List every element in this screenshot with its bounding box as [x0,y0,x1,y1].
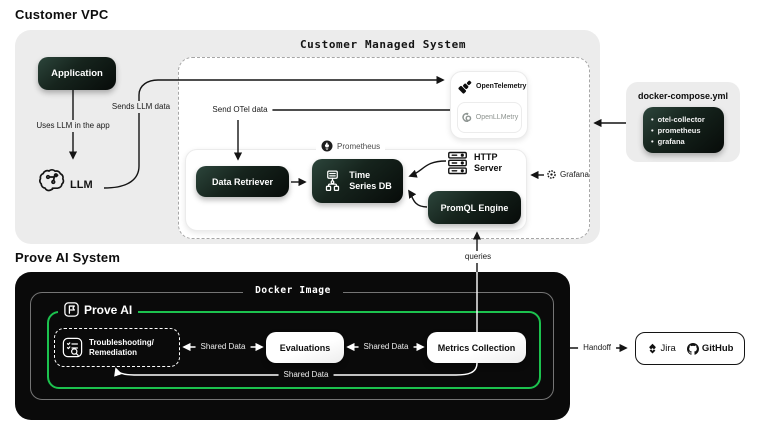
prometheus-icon [321,140,333,152]
troubleshooting-line1: Troubleshooting/ [89,337,154,347]
checklist-magnifier-icon [62,337,83,358]
send-otel-data-label: Send OTel data [207,104,273,116]
openllmetry-panel: OpenLLMetry [457,102,522,133]
grafana-node: Grafana [546,169,589,180]
data-retriever-label: Data Retriever [211,176,274,187]
prometheus-label-group: Prometheus [316,140,386,152]
grafana-icon [546,169,557,180]
server-stack-icon [447,150,468,176]
compose-services-box: otel-collector prometheus grafana [643,107,724,153]
customer-vpc-title: Customer VPC [15,7,109,22]
docker-compose-panel: docker-compose.yml otel-collector promet… [626,82,740,162]
prove-ai-brand: Prove AI [58,302,139,317]
queries-label: queries [459,251,497,263]
prove-ai-label: Prove AI [84,302,133,317]
shared-data-label-2: Shared Data [358,341,414,353]
metrics-collection-node: Metrics Collection [427,332,526,363]
application-label: Application [51,68,103,79]
grafana-label: Grafana [560,170,589,179]
data-retriever-node: Data Retriever [196,166,289,197]
compose-item-grafana: grafana [651,136,705,147]
github-icon [686,342,699,355]
prove-ai-border [47,311,541,389]
opentelemetry-icon [458,79,473,94]
application-node: Application [38,57,116,90]
handoff-label: Handoff [578,342,616,354]
sends-llm-data-label: Sends LLM data [106,101,176,113]
prometheus-label: Prometheus [337,141,381,151]
promql-engine-node: PromQL Engine [428,191,521,224]
evaluations-node: Evaluations [266,332,344,363]
promql-engine-label: PromQL Engine [440,202,509,213]
prove-ai-icon [64,302,79,317]
compose-item-otel-collector: otel-collector [651,114,705,125]
llm-label: LLM [70,179,93,191]
shared-data-label-1: Shared Data [195,341,251,353]
prove-ai-system-title: Prove AI System [15,250,121,265]
jira-label: Jira [660,343,676,354]
docker-compose-title: docker-compose.yml [637,91,729,101]
brain-icon [38,166,66,194]
jira-icon [647,343,658,354]
managed-system-title: Customer Managed System [299,38,467,51]
opentelemetry-panel: OpenTelemetry OpenLLMetry [450,71,528,139]
uses-llm-label: Uses LLM in the app [31,120,115,132]
troubleshooting-node: Troubleshooting/ Remediation [54,328,180,367]
openllmetry-icon [461,112,473,124]
http-server-line1: HTTP [474,152,498,162]
evaluations-label: Evaluations [279,342,331,353]
openllmetry-label: OpenLLMetry [475,114,519,121]
time-series-db-line2: Series DB [349,181,392,191]
http-server-node: HTTP Server [447,150,502,176]
shared-data-label-3: Shared Data [278,369,334,381]
troubleshooting-line2: Remediation [89,347,138,357]
database-cluster-icon [323,170,342,192]
time-series-db-node: Time Series DB [312,159,403,203]
http-server-line2: Server [474,163,503,173]
docker-image-label: Docker Image [243,285,343,296]
handoff-integrations-node: Jira GitHub [635,332,745,365]
compose-item-prometheus: prometheus [651,125,705,136]
github-label: GitHub [701,343,734,354]
time-series-db-line1: Time [349,170,371,180]
metrics-collection-label: Metrics Collection [437,342,516,353]
opentelemetry-label: OpenTelemetry [476,83,527,90]
